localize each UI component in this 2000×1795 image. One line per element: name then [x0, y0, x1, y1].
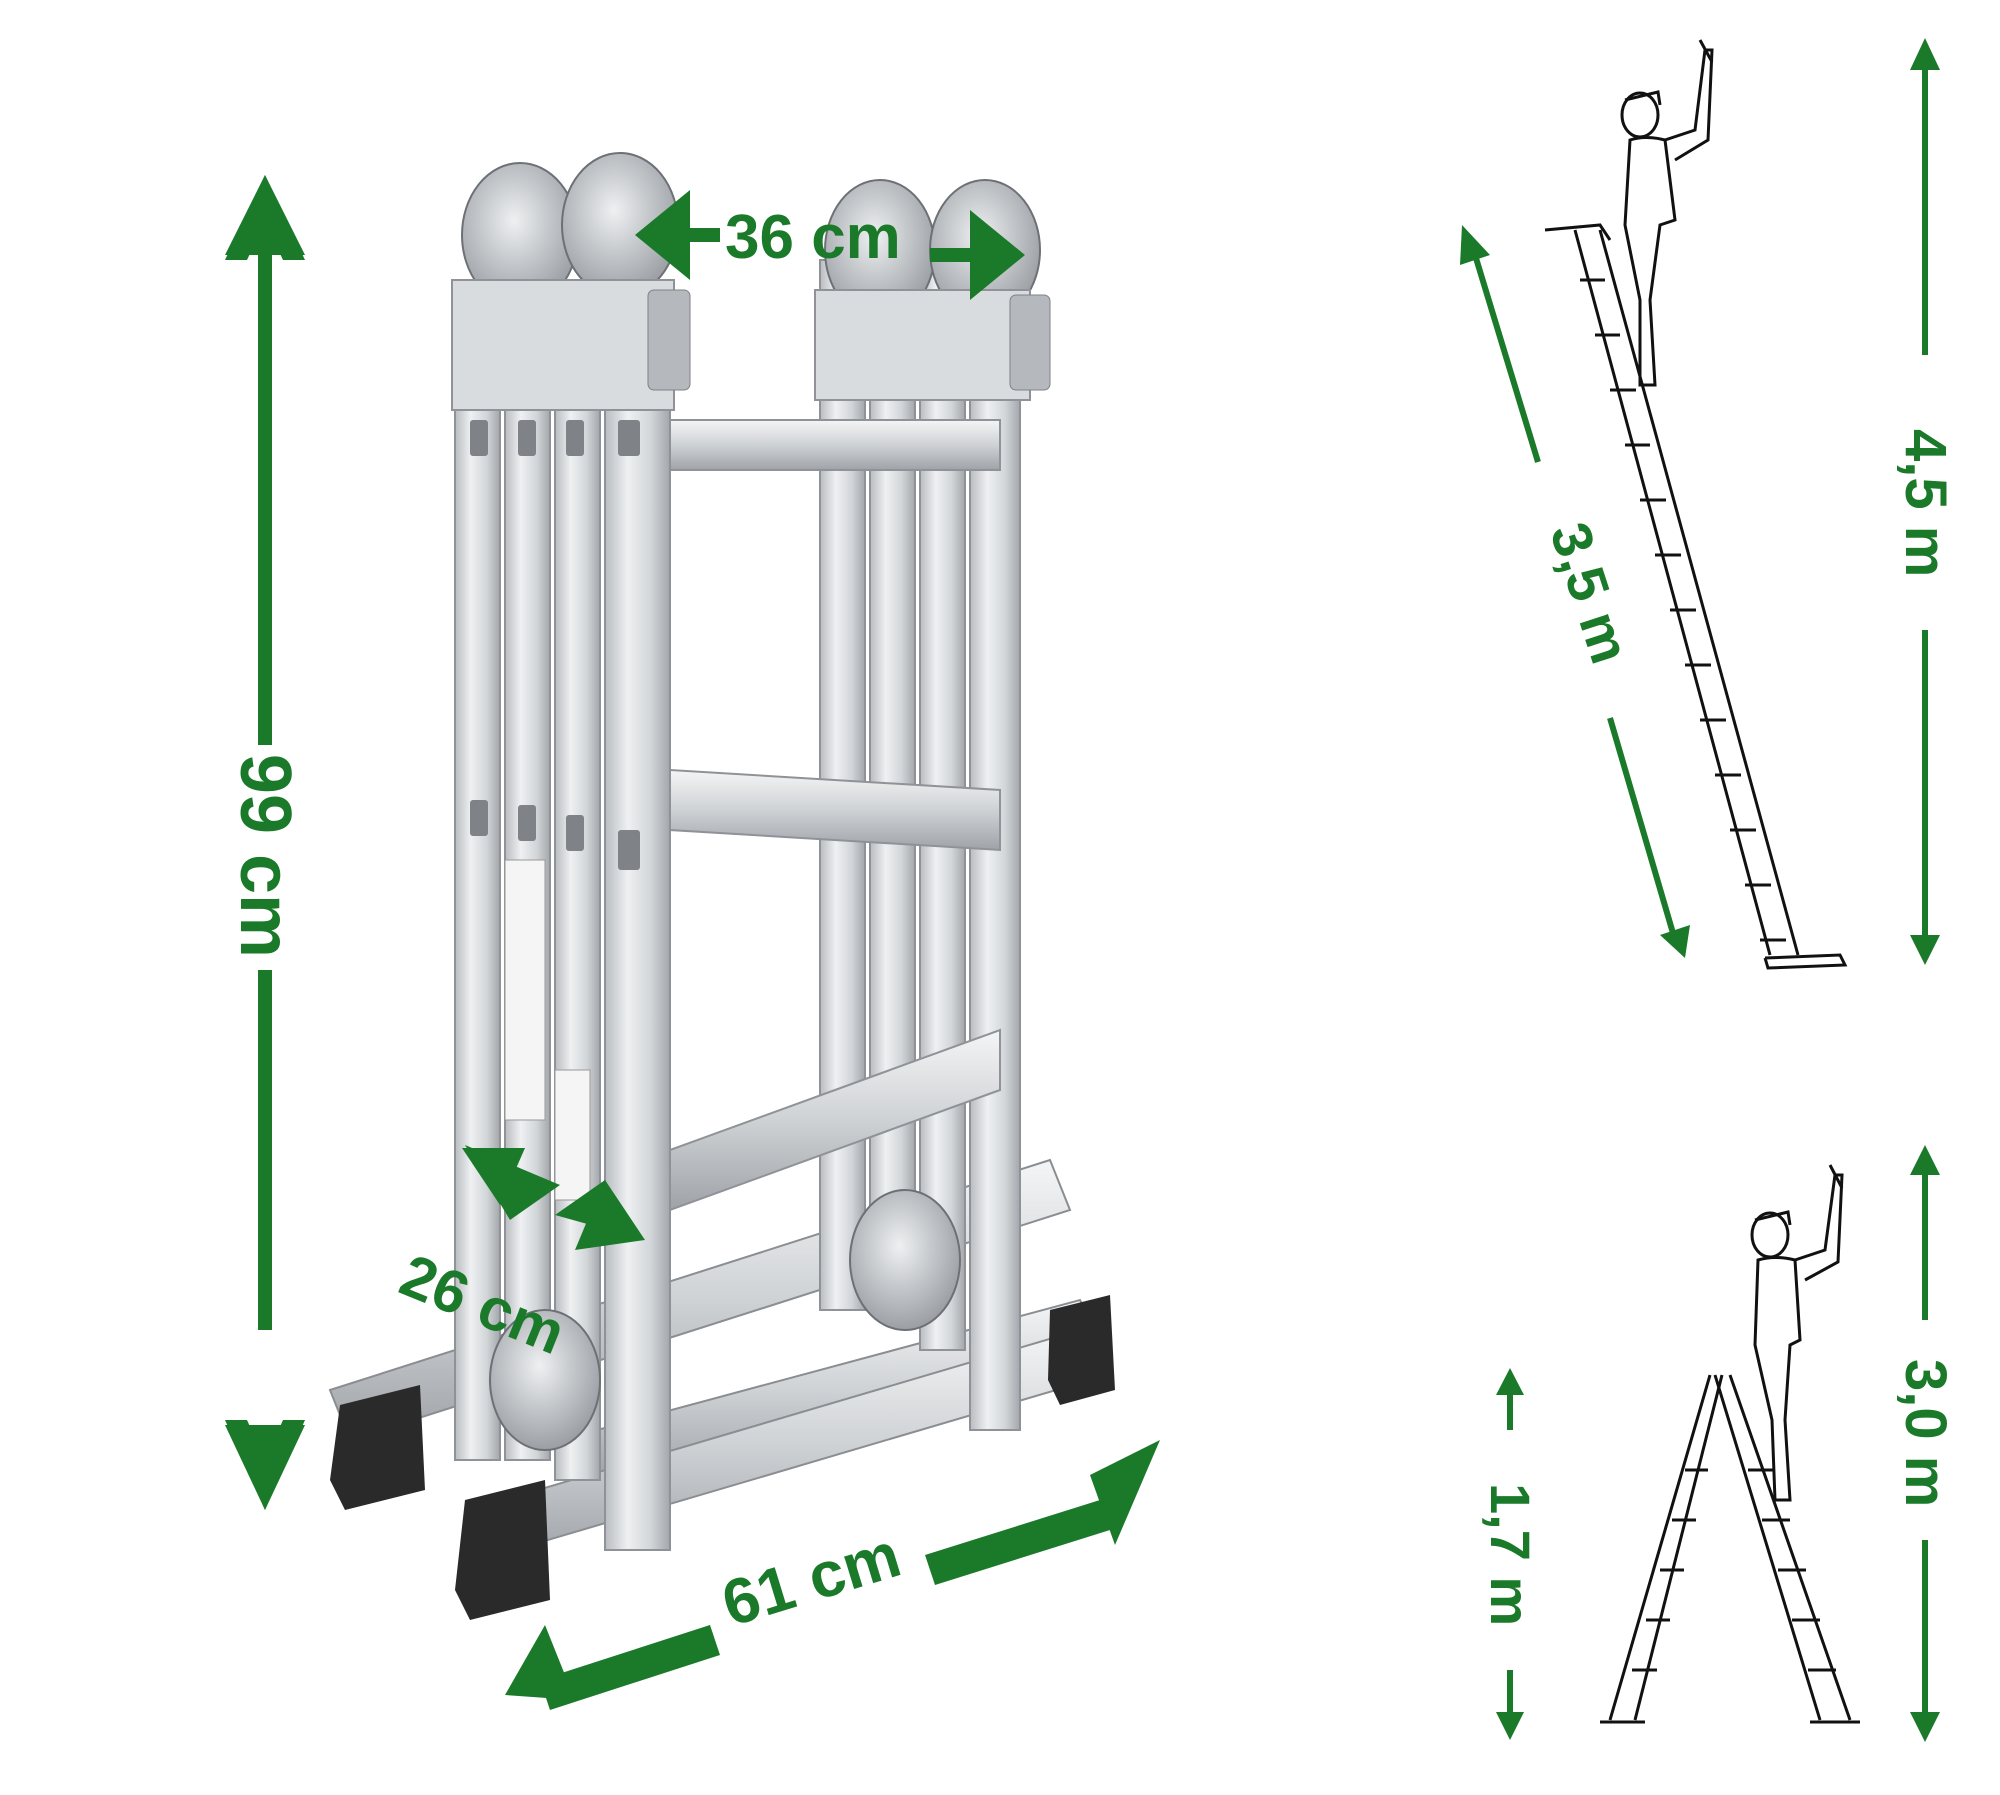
- rail: [454, 299, 501, 1461]
- hinge-plate: [814, 289, 1031, 401]
- top-width-arrow: [635, 190, 1025, 300]
- lock-cap: [647, 289, 691, 391]
- folded-ladder-illustration: [328, 152, 1115, 1620]
- depth-arrow: [462, 1145, 645, 1250]
- hinge-disc: [849, 1189, 961, 1331]
- a-frame-ladder-schematic: [1600, 1164, 1860, 1724]
- height-arrow: [225, 175, 305, 1510]
- rail-slots: [470, 420, 640, 870]
- lock-cap: [1009, 294, 1051, 391]
- width-top-label: 36 cm: [725, 203, 901, 272]
- rung: [669, 419, 1001, 471]
- painter-figure: [1750, 1164, 1844, 1502]
- painter-figure: [1620, 39, 1714, 387]
- base-width-arrow: [505, 1440, 1160, 1710]
- height-folded-label: 99 cm: [225, 753, 305, 959]
- working-height-extended-label: 4,5 m: [1893, 429, 1958, 578]
- hinge-disc: [489, 1309, 601, 1451]
- rail: [604, 299, 671, 1551]
- warning-label: [504, 859, 546, 1121]
- dimension-arrows: [225, 175, 1160, 1710]
- extended-ladder-schematic: [1544, 39, 1848, 970]
- height-arrow-a-frame: [1496, 1368, 1524, 1740]
- warning-label: [554, 1069, 591, 1201]
- hinge-plate: [451, 279, 675, 411]
- rubber-feet: [330, 1295, 1115, 1620]
- working-height-arrow-a-frame: [1910, 1145, 1940, 1742]
- height-a-frame-label: 1,7 m: [1479, 1483, 1542, 1627]
- length-arrow: [1460, 225, 1690, 958]
- rail: [554, 299, 601, 1481]
- right-dimension-arrows: [1460, 38, 1940, 1742]
- working-height-a-frame-label: 3,0 m: [1893, 1359, 1958, 1508]
- working-height-arrow-extended: [1910, 38, 1940, 965]
